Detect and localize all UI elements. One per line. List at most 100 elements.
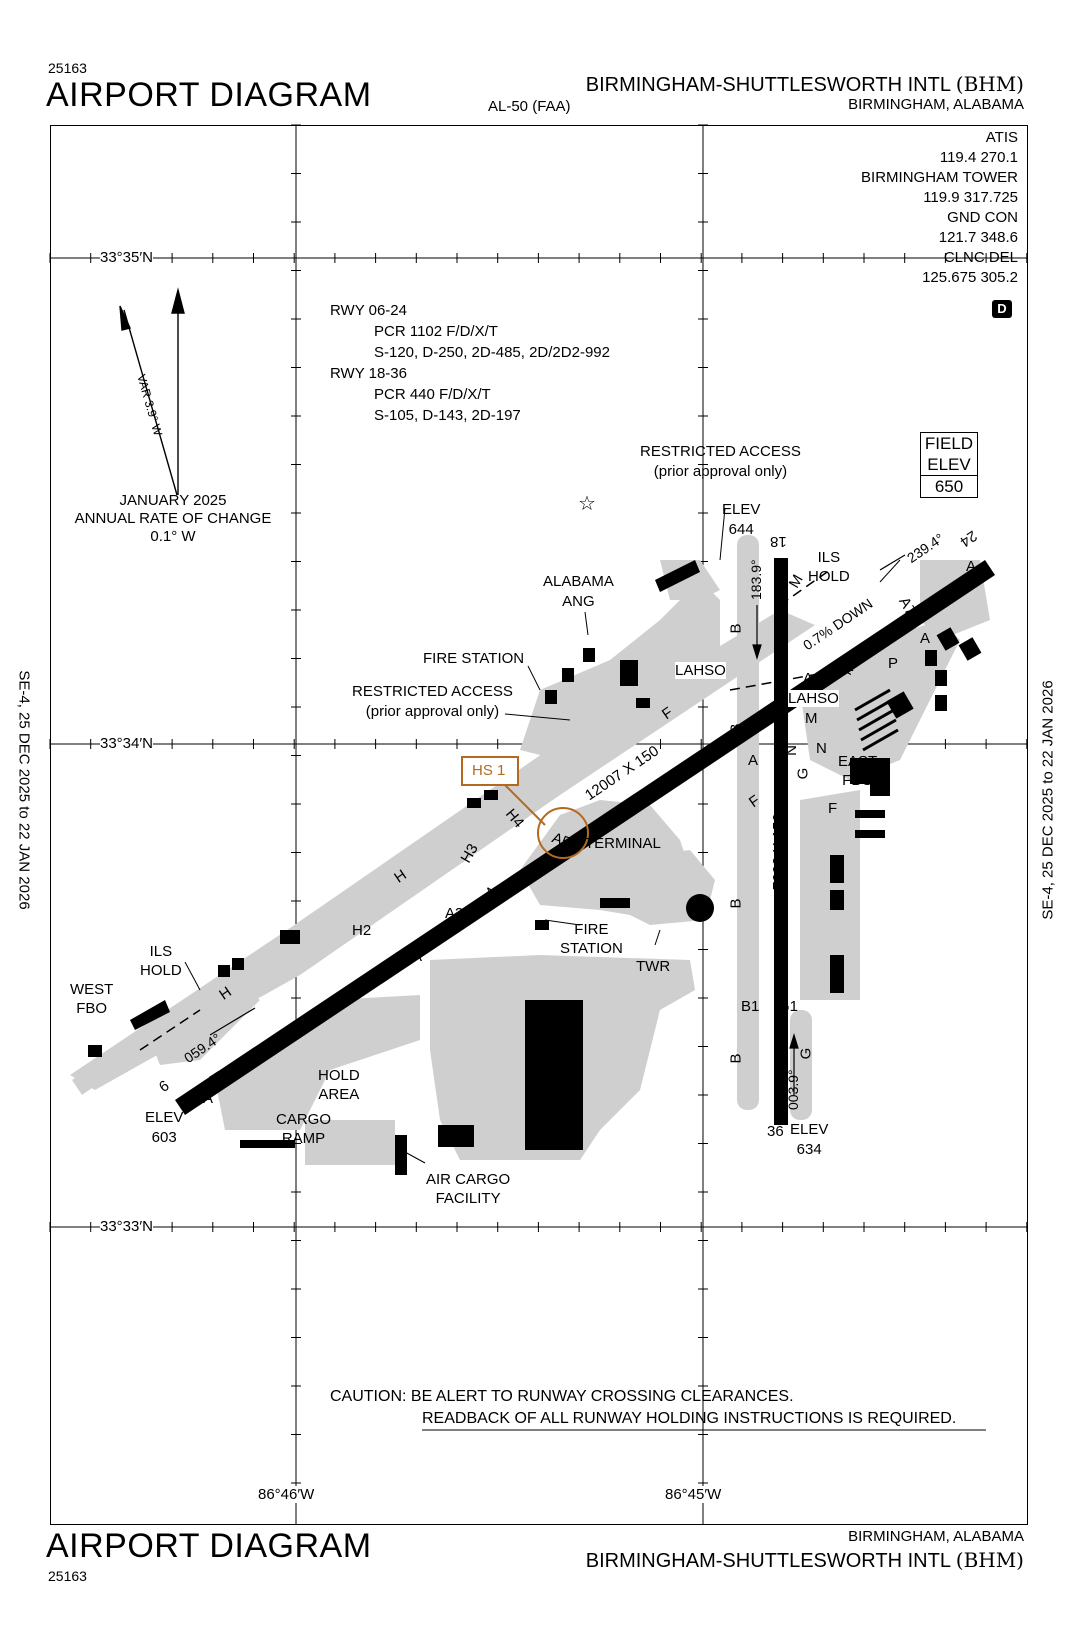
cargo-facility-bar [395, 1135, 407, 1175]
airport-name-footer: BIRMINGHAM-SHUTTLESWORTH INTL [585, 1550, 951, 1572]
taxiway-n-2: N [816, 740, 827, 757]
restricted-left-line2: (prior approval only) [365, 703, 500, 720]
restricted-top-line2: (prior approval only) [653, 463, 788, 480]
alabama-ang-line2: ANG [562, 593, 595, 610]
elev603-label: ELEV [145, 1109, 184, 1126]
rwy1-title: RWY 06-24 [330, 302, 407, 319]
west-fbo: WEST FBO [70, 980, 113, 1018]
taxiway-b1: B1 [741, 998, 760, 1015]
hotspot-label: HS 1 [472, 762, 506, 779]
restricted-left-line1: RESTRICTED ACCESS [352, 683, 513, 700]
taxiway-b-s: B [727, 898, 745, 909]
ils-hold-e-line1: ILS [817, 549, 841, 566]
fire-station-s-line2: STATION [560, 940, 623, 957]
elev634-value: 634 [796, 1141, 822, 1158]
airport-id-footer: (BHM) [955, 1548, 1024, 1572]
caution-line2: READBACK OF ALL RUNWAY HOLDING INSTRUCTI… [422, 1410, 957, 1427]
lat-34: 33°34′N [100, 735, 154, 752]
chart-frame [50, 125, 1028, 1525]
rwy2-title: RWY 18-36 [330, 365, 407, 382]
mag-date: JANUARY 2025 [119, 492, 227, 509]
rwy18-number: 18 [770, 533, 787, 550]
city-bottom: BIRMINGHAM, ALABAMA [848, 1528, 1024, 1545]
tower-label: BIRMINGHAM TOWER [861, 169, 1018, 186]
chart-title-bottom: AIRPORT DIAGRAM [46, 1527, 372, 1565]
lon-46: 86°46′W [258, 1486, 315, 1503]
ils-hold-w-line1: ILS [149, 943, 173, 960]
tower-freq: 119.9 317.725 [923, 189, 1018, 206]
airport-name-bottom: BIRMINGHAM-SHUTTLESWORTH INTL (BHM) [586, 1548, 1024, 1573]
taxiway-m-3: M [805, 710, 818, 727]
mag-rate-label: ANNUAL RATE OF CHANGE [74, 510, 272, 527]
city-top: BIRMINGHAM, ALABAMA [848, 96, 1024, 113]
rwy18-36-dims: 7099 X 150 [770, 813, 787, 890]
air-cargo-line2: FACILITY [435, 1190, 501, 1207]
taxiway-b-n: B [727, 623, 745, 634]
rwy2-weights: S-105, D-143, 2D-197 [374, 407, 521, 424]
field-elev-value: 650 [921, 475, 977, 497]
ils-hold-west: ILS HOLD [140, 942, 182, 980]
hold-area: HOLD AREA [318, 1066, 360, 1104]
magnetic-block: JANUARY 2025 ANNUAL RATE OF CHANGE 0.1° … [58, 492, 288, 546]
restricted-top-line1: RESTRICTED ACCESS [640, 443, 801, 460]
elev644-value: 644 [728, 521, 754, 538]
taxiway-a-ne: A [683, 758, 694, 775]
taxiway-b-far-s: B [727, 1053, 745, 1064]
airport-id: (BHM) [955, 72, 1024, 96]
elev-603: ELEV 603 [145, 1108, 183, 1148]
taxiway-a-far-e: A [966, 558, 977, 575]
ils-hold-east: ILS HOLD [808, 548, 850, 586]
cargo-ramp-line2: RAMP [281, 1130, 326, 1147]
leader-lines [184, 507, 901, 1164]
rwy1-weights: S-120, D-250, 2D-485, 2D/2D2-992 [374, 344, 610, 361]
taxiway-b-mid: B [727, 723, 745, 734]
taxiway-g-n: G [794, 767, 812, 780]
restricted-access-left: RESTRICTED ACCESS (prior approval only) [352, 682, 513, 722]
d-badge: D [992, 300, 1012, 318]
elev-634: ELEV 634 [790, 1120, 828, 1160]
elev603-value: 603 [151, 1129, 177, 1146]
lat-33: 33°33′N [100, 1218, 154, 1235]
ils-hold-w-line2: HOLD [140, 962, 182, 979]
air-cargo-building [525, 1000, 583, 1150]
hold-area-line1: HOLD [318, 1067, 360, 1084]
tower-label-map: TWR [636, 958, 671, 975]
ils-hold-e-line2: HOLD [808, 568, 850, 585]
atis-freq: 119.4 270.1 [939, 149, 1018, 166]
taxiway-a-n: A [803, 670, 814, 687]
airport-name: BIRMINGHAM-SHUTTLESWORTH INTL [585, 74, 951, 96]
east-fbo-line2: FBO [842, 772, 874, 789]
clearance-freq: 125.675 305.2 [922, 269, 1018, 286]
taxiway-h2: H2 [352, 922, 372, 939]
fire-station-south: FIRE STATION [560, 920, 623, 958]
clearance-label: CLNC DEL [943, 249, 1018, 266]
lat-35: 33°35′N [100, 249, 154, 266]
taxiway-a-e: A [920, 630, 931, 647]
taxiway-p: P [888, 655, 899, 672]
cargo-ramp: CARGO RAMP [276, 1110, 331, 1148]
taxiway-g1: G1 [778, 998, 799, 1015]
taxiway-a3: A3 [445, 905, 464, 922]
field-elev-line1: FIELD [924, 434, 974, 453]
heading-183: 183.9° [748, 559, 764, 600]
field-elev-line2: ELEV [927, 455, 971, 474]
east-fbo: EAST FBO [838, 752, 877, 790]
cargo-ramp-line1: CARGO [276, 1111, 332, 1128]
runway-info-block: RWY 06-24 PCR 1102 F/D/X/T S-120, D-250,… [330, 300, 610, 426]
taxiway-n: N [782, 745, 800, 756]
airport-star-icon: ☆ [578, 491, 596, 515]
procedure-number-top: 25163 [48, 60, 87, 76]
lon-45: 86°45′W [665, 1486, 722, 1503]
airport-name-top: BIRMINGHAM-SHUTTLESWORTH INTL (BHM) [586, 72, 1024, 97]
fire-station-north: FIRE STATION [423, 650, 525, 667]
hold-area-line2: AREA [318, 1086, 360, 1103]
ils-hold-lines [139, 569, 841, 1051]
taxiway-a-sw: A [203, 1090, 214, 1107]
rwy36-number: 36 [767, 1123, 784, 1140]
taxiway-f-e: F [828, 800, 838, 817]
elev644-label: ELEV [722, 501, 761, 518]
heading-arrows [209, 554, 906, 1095]
heading-003: 003.9° [785, 1069, 801, 1110]
lahso-2: LAHSO [788, 690, 839, 707]
